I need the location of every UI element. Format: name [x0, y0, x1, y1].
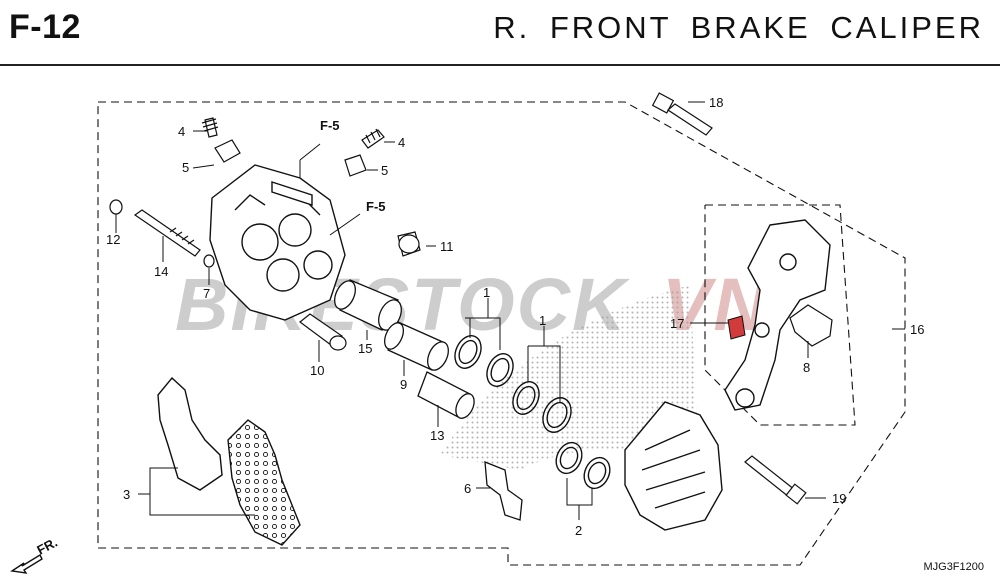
bleeder-screw-left	[201, 117, 219, 138]
callout-9: 9	[400, 377, 407, 392]
page-title: R. FRONT BRAKE CALIPER	[493, 10, 984, 45]
piston-small	[417, 371, 475, 419]
callout-1-right: 1	[539, 313, 546, 328]
callout-17: 17	[670, 316, 684, 331]
direction-label: FR.	[34, 535, 60, 558]
front-direction-arrow: FR.	[10, 535, 60, 574]
pin-bolt	[133, 209, 201, 257]
callout-4-right: 4	[398, 135, 405, 150]
reference-labels: F-5 F-5	[320, 118, 386, 214]
callout-8: 8	[803, 360, 810, 375]
callout-4-left: 4	[178, 124, 185, 139]
arrow-icon	[10, 554, 43, 574]
piston-seals	[454, 335, 611, 490]
bleeder-cap-left	[214, 139, 241, 163]
callout-15: 15	[358, 341, 372, 356]
callout-19: 19	[832, 491, 846, 506]
leader-lines	[115, 101, 905, 520]
callout-1-left: 1	[483, 285, 490, 300]
drawing-code: MJG3F1200	[923, 561, 984, 573]
sealing-washer	[203, 254, 215, 268]
lock-nut	[109, 199, 123, 215]
bracket-pin	[727, 315, 746, 340]
callout-11: 11	[440, 239, 454, 254]
callout-3: 3	[123, 487, 130, 502]
callout-5-right: 5	[381, 163, 388, 178]
slide-pin	[299, 313, 347, 351]
reference-f5-side: F-5	[366, 199, 386, 214]
piston-medium	[383, 321, 449, 371]
header-divider	[0, 64, 1000, 66]
header: F-12 R. FRONT BRAKE CALIPER	[0, 0, 1000, 66]
caliper-cover	[624, 401, 723, 531]
callout-7: 7	[203, 286, 210, 301]
callout-numbers: 4 5 4 5 12 14 7 11 15 10 9 13 1 1 2 3 6 …	[106, 95, 924, 538]
callout-2: 2	[575, 523, 582, 538]
bracket-bolt	[651, 92, 713, 136]
callout-5-left: 5	[182, 160, 189, 175]
section-code: F-12	[9, 8, 81, 46]
mounting-bolt	[744, 455, 807, 505]
pad-retainer	[789, 304, 833, 347]
callout-14: 14	[154, 264, 168, 279]
brake-pad-front	[157, 376, 223, 491]
pad-spring	[484, 461, 523, 521]
callout-6: 6	[464, 481, 471, 496]
assembly-boundary	[97, 101, 906, 566]
pin-boot	[397, 231, 421, 257]
callout-13: 13	[430, 428, 444, 443]
brake-pad-rear	[227, 419, 301, 546]
callout-12: 12	[106, 232, 120, 247]
callout-10: 10	[310, 363, 324, 378]
caliper-bracket	[724, 219, 831, 411]
caliper-body	[209, 164, 346, 321]
reference-f5-top: F-5	[320, 118, 340, 133]
stipple-logo-background	[440, 285, 700, 470]
callout-16: 16	[910, 322, 924, 337]
bleeder-screw-right	[361, 128, 385, 149]
callout-18: 18	[709, 95, 723, 110]
bleeder-cap-right	[344, 154, 367, 177]
